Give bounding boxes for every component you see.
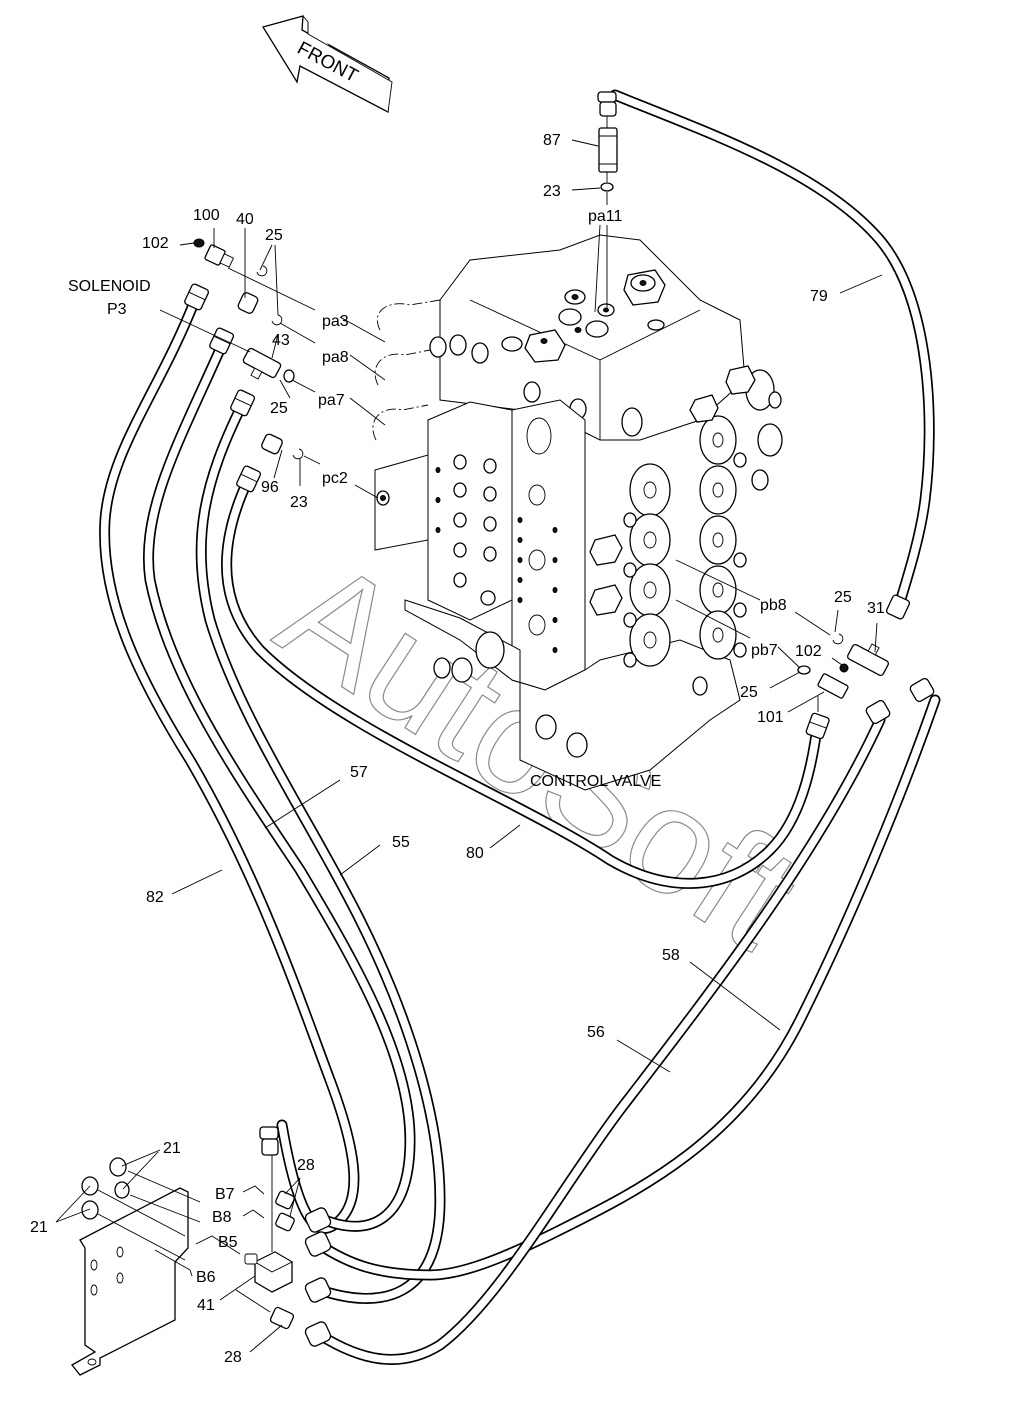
port-label-B8: B8	[212, 1209, 232, 1226]
callout-79: 79	[810, 288, 828, 305]
callout-100: 100	[193, 207, 220, 224]
callout-28-top: 28	[297, 1157, 315, 1174]
hose-57[interactable]	[143, 339, 416, 1232]
port-label-pa3: pa3	[322, 313, 349, 330]
callout-40: 40	[236, 211, 254, 228]
port-label-pa11: pa11	[588, 208, 623, 225]
callout-25-top: 25	[265, 227, 283, 244]
part-callouts: 87 23 100 40 25 102 43 25 96 23 79 25 31…	[30, 132, 885, 1366]
callout-21-left: 21	[30, 1219, 48, 1236]
port-label-pc2: pc2	[322, 470, 348, 487]
callout-58: 58	[662, 947, 680, 964]
hose-fittings	[184, 91, 935, 1347]
port-label-pa7: pa7	[318, 392, 345, 409]
hose-58[interactable]	[314, 694, 941, 1281]
callout-82: 82	[146, 889, 164, 906]
port-label-B5: B5	[218, 1234, 238, 1251]
solenoid-label: SOLENOID P3	[68, 278, 151, 318]
port-label-pb8: pb8	[760, 597, 787, 614]
callout-28-bottom: 28	[224, 1349, 242, 1366]
callout-31: 31	[867, 600, 885, 617]
callout-101: 101	[757, 709, 784, 726]
valve-top-ports	[429, 269, 666, 437]
hoses	[99, 89, 941, 1365]
solenoid-label-line1: SOLENOID	[68, 278, 151, 295]
callout-25-right-bottom: 25	[740, 684, 758, 701]
fittings-small-parts	[71, 116, 890, 1376]
callout-102-left: 102	[142, 235, 169, 252]
block-41	[244, 1251, 293, 1293]
solenoid-label-line2: P3	[107, 301, 127, 318]
callout-43: 43	[272, 332, 290, 349]
valve-side-bolts	[435, 417, 558, 653]
port-label-pa8: pa8	[322, 349, 349, 366]
callout-57: 57	[350, 764, 368, 781]
hose-79[interactable]	[609, 89, 935, 618]
hose-56[interactable]	[314, 714, 886, 1365]
port-label-pb7: pb7	[751, 642, 778, 659]
callout-102-right: 102	[795, 643, 822, 660]
hose-80[interactable]	[221, 474, 824, 889]
control-valve[interactable]: CONTROL VALVE	[372, 234, 783, 791]
callout-87: 87	[543, 132, 561, 149]
callout-56: 56	[587, 1024, 605, 1041]
callout-80: 80	[466, 845, 484, 862]
callout-41: 41	[197, 1297, 215, 1314]
callout-25-mid: 25	[270, 400, 288, 417]
port-label-B7: B7	[215, 1186, 235, 1203]
hose-55[interactable]	[195, 399, 446, 1304]
port-labels: pa11 pa3 pa8 pa7 pc2 pb8 pb7 B7 B8 B5 B6	[196, 208, 787, 1286]
callout-55: 55	[392, 834, 410, 851]
valve-right-spool-caps	[589, 365, 783, 668]
front-direction-arrow: FRONT	[261, 15, 393, 114]
port-label-B6: B6	[196, 1269, 216, 1286]
callout-21-top: 21	[163, 1140, 181, 1157]
callout-25-right-top: 25	[834, 589, 852, 606]
leader-lines	[55, 139, 883, 1353]
callout-96: 96	[261, 479, 279, 496]
control-valve-label: CONTROL VALVE	[530, 773, 661, 790]
callout-23-top: 23	[543, 183, 561, 200]
adapter-87	[598, 127, 618, 173]
mounting-bracket	[71, 1187, 189, 1376]
callout-23-mid: 23	[290, 494, 308, 511]
